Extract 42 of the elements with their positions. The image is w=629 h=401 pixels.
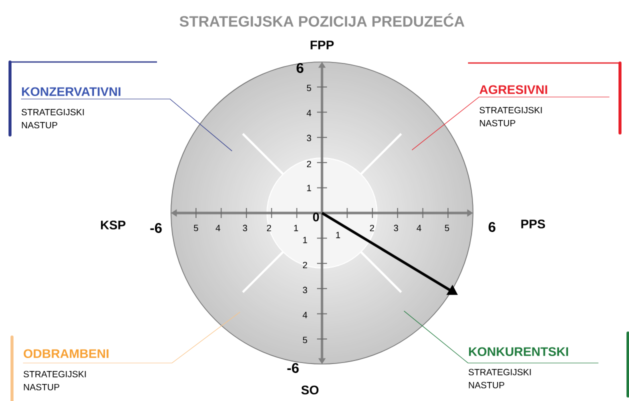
leader-line [404, 310, 599, 364]
axis-end-value: -6 [150, 223, 162, 233]
strategy-heading: AGRESIVNI [480, 85, 548, 94]
tick-label: 1 [303, 236, 308, 244]
leader-line [20, 98, 232, 152]
tick-label: 1 [336, 232, 340, 238]
tick-label: 3 [306, 134, 312, 142]
tick-label: 1 [294, 224, 298, 232]
tick-label: 2 [370, 224, 374, 232]
axis-label: FPP [310, 40, 334, 50]
axis-end-value: 6 [296, 63, 304, 73]
leader-line [22, 312, 240, 364]
axis-label: KSP [101, 220, 126, 230]
tick-label: 3 [242, 224, 248, 232]
axis-end-value: -6 [287, 363, 299, 373]
strategy-description: STRATEGIJSKI NASTUP [22, 108, 84, 128]
leader-line [412, 96, 610, 150]
tick-label: 4 [216, 224, 220, 232]
tick-label: 5 [302, 336, 308, 344]
tick-label: 5 [444, 224, 450, 232]
tick-label: 2 [306, 160, 312, 168]
strategy-heading: KONKURENTSKI [469, 347, 568, 356]
strategy-description: STRATEGIJSKI NASTUP [24, 370, 86, 390]
origin-label: 0 [313, 212, 319, 222]
tick-label: 3 [302, 286, 308, 294]
tick-label: 2 [266, 224, 272, 232]
tick-label: 5 [306, 84, 312, 92]
title: STRATEGIJSKA POZICIJA PREDUZEĆA [180, 13, 464, 27]
tick-label: 1 [307, 184, 312, 192]
tick-label: 4 [306, 110, 312, 116]
strategy-heading: ODBRAMBENI [24, 349, 108, 358]
tick-label: 2 [302, 262, 308, 268]
tick-label: 3 [394, 224, 398, 232]
axis-label: SO [301, 386, 318, 394]
strategy-description: STRATEGIJSKI NASTUP [468, 368, 531, 388]
tick-label: 4 [302, 312, 308, 318]
strategy-heading: KONZERVATIVNI [22, 87, 120, 96]
axis-label: PPS [521, 220, 545, 228]
tick-label: 5 [194, 224, 198, 232]
axis-end-value: 6 [488, 222, 496, 232]
tick-label: 4 [416, 224, 422, 232]
strategy-description: STRATEGIJSKI NASTUP [480, 106, 542, 126]
